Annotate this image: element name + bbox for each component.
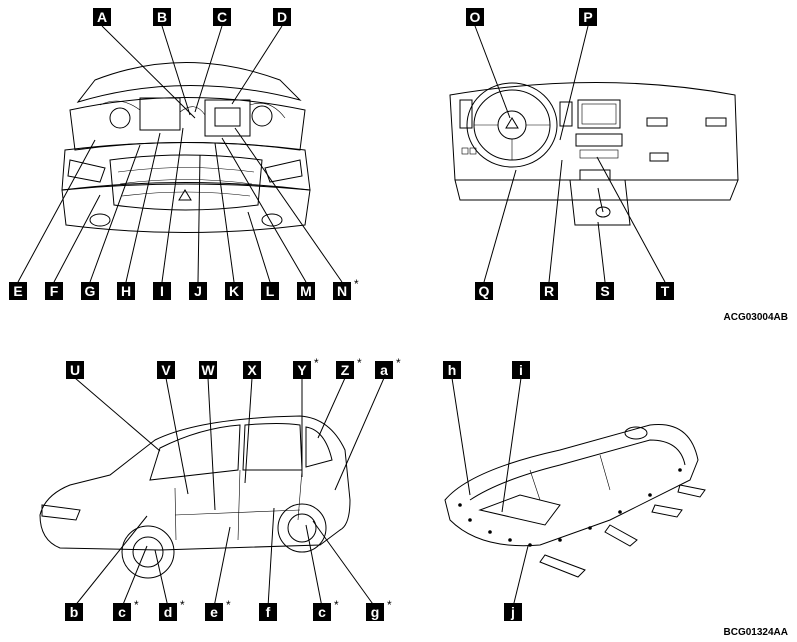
svg-text:Q: Q [479,283,490,299]
svg-text:g: g [371,604,380,620]
svg-text:B: B [157,9,167,25]
label-P: P [579,8,597,26]
label-F: F [45,282,63,300]
svg-text:K: K [229,283,239,299]
label-G: G [81,282,99,300]
leader-lines [17,25,666,608]
svg-text:c: c [318,604,326,620]
label-U: U [66,361,84,379]
label-I: I [153,282,171,300]
svg-text:d: d [164,604,173,620]
figure-code-bottom: BCG01324AA [724,627,788,638]
svg-text:j: j [510,604,515,620]
svg-text:a: a [380,362,388,378]
label-Z: Z * [336,356,362,379]
svg-text:G: G [85,283,96,299]
svg-text:P: P [583,9,592,25]
svg-text:O: O [470,9,481,25]
label-c-rear-star: * [334,598,339,612]
svg-text:L: L [266,283,275,299]
label-e-star: * [226,598,231,612]
svg-text:M: M [300,283,312,299]
battery-pack-illustration [444,423,706,578]
engine-bay-illustration [61,62,311,233]
label-K: K [225,282,243,300]
label-S: S [596,282,614,300]
label-O: O [466,8,484,26]
svg-text:Z: Z [341,362,350,378]
label-M: M [297,282,315,300]
label-b: b [65,603,83,621]
svg-text:f: f [266,604,271,620]
label-B: B [153,8,171,26]
svg-text:H: H [121,283,131,299]
label-T: T [656,282,674,300]
label-A: A [93,8,111,26]
svg-text:E: E [13,283,22,299]
svg-text:D: D [277,9,287,25]
label-c-front: c * [113,598,139,621]
label-j: j [504,603,522,621]
svg-text:Y: Y [297,362,307,378]
svg-text:b: b [70,604,79,620]
svg-text:V: V [161,362,171,378]
svg-text:e: e [210,604,218,620]
svg-text:I: I [160,283,164,299]
svg-text:X: X [247,362,257,378]
label-L: L [261,282,279,300]
dashboard-illustration [449,82,739,226]
label-a: a * [375,356,401,379]
label-E: E [9,282,27,300]
label-V: V [157,361,175,379]
label-Z-star: * [357,356,362,370]
svg-text:c: c [118,604,126,620]
svg-text:R: R [544,283,554,299]
label-i: i [512,361,530,379]
label-X: X [243,361,261,379]
label-g-star: * [387,598,392,612]
label-e: e * [205,598,231,621]
label-N: N * [333,277,359,300]
svg-text:C: C [217,9,227,25]
svg-text:h: h [448,362,457,378]
label-a-star: * [396,356,401,370]
label-d: d * [159,598,185,621]
svg-text:J: J [194,283,202,299]
svg-text:i: i [519,362,523,378]
label-D: D [273,8,291,26]
label-J: J [189,282,207,300]
label-c-rear: c * [313,598,339,621]
svg-text:S: S [600,283,609,299]
label-g: g * [366,598,392,621]
vehicle-side-illustration [39,415,351,579]
figure-code-top: ACG03004AB [724,312,788,323]
label-c-front-star: * [134,598,139,612]
svg-text:F: F [50,283,59,299]
svg-text:T: T [661,283,670,299]
label-R: R [540,282,558,300]
label-f: f [259,603,277,621]
label-Y: Y * [293,356,319,379]
label-H: H [117,282,135,300]
svg-text:U: U [70,362,80,378]
label-Y-star: * [314,356,319,370]
svg-text:A: A [97,9,107,25]
label-Q: Q [475,282,493,300]
label-C: C [213,8,231,26]
label-d-star: * [180,598,185,612]
svg-text:W: W [201,362,215,378]
label-W: W [199,361,217,379]
label-N-star: * [354,277,359,291]
label-h: h [443,361,461,379]
svg-text:N: N [337,283,347,299]
